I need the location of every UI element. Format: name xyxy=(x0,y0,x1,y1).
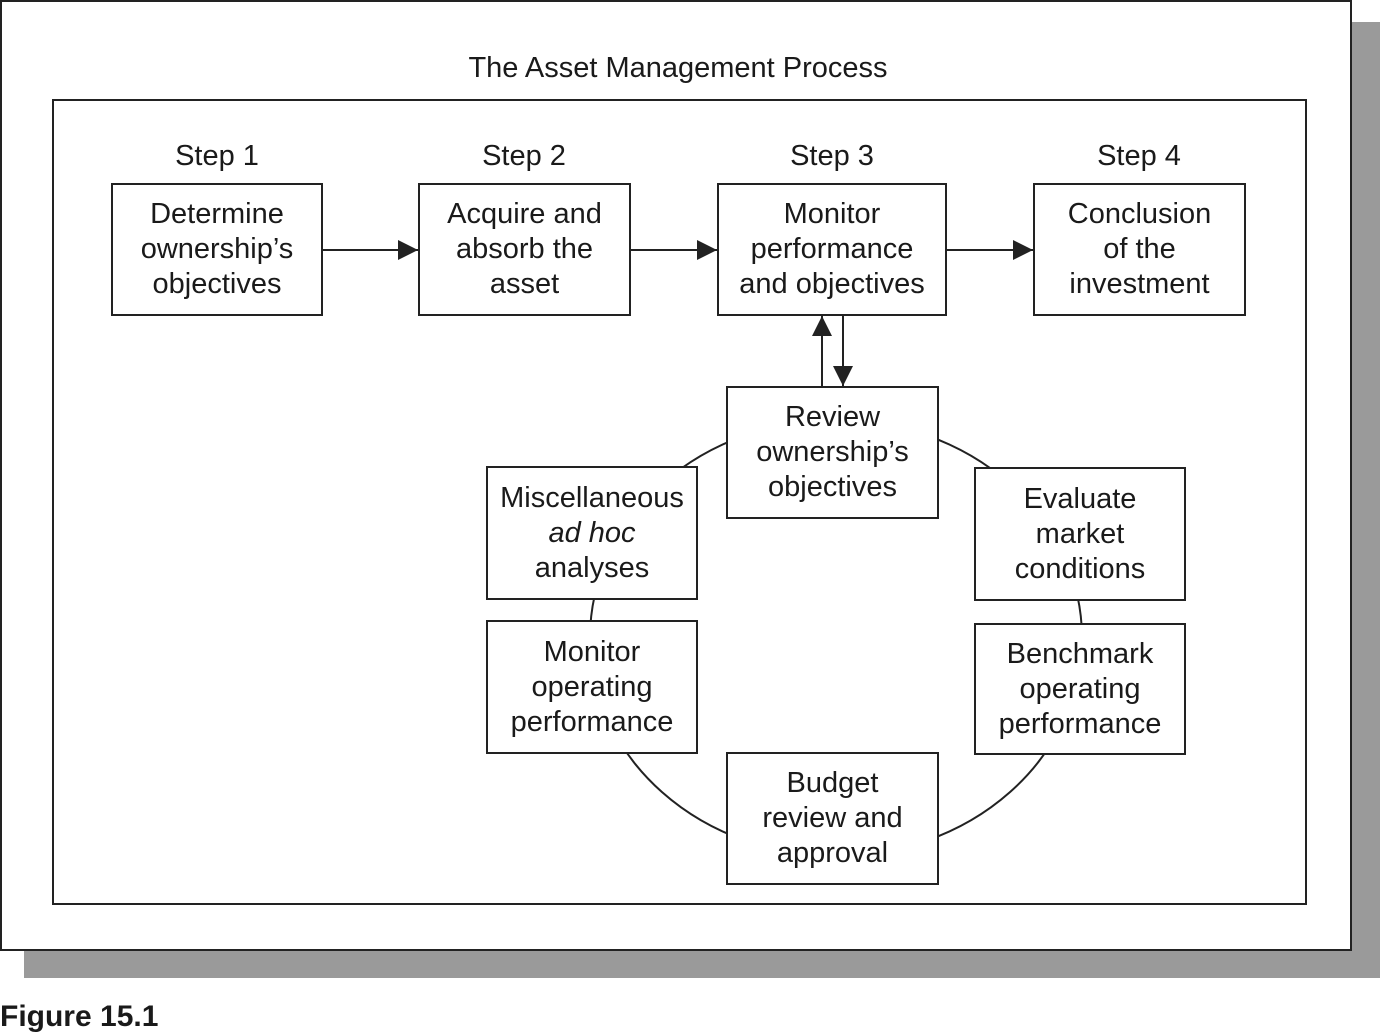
diagram-title: The Asset Management Process xyxy=(468,52,888,84)
budget-review-box: Budget review and approval xyxy=(726,752,939,885)
step-3-label: Step 3 xyxy=(790,140,874,172)
step-3-box: Monitor performance and objectives xyxy=(717,183,947,316)
step-1-box: Determine ownership’s objectives xyxy=(111,183,323,316)
step-4-label: Step 4 xyxy=(1097,140,1181,172)
step-4-box: Conclusion of the investment xyxy=(1033,183,1246,316)
review-objectives-box: Review ownership’s objectives xyxy=(726,386,939,519)
misc-analyses-line1: Miscellaneous xyxy=(500,481,684,514)
step-1-label: Step 1 xyxy=(175,140,259,172)
misc-analyses-adhoc: ad hoc xyxy=(548,516,636,549)
misc-analyses-line3: analyses xyxy=(534,551,650,584)
diagram-frame xyxy=(52,99,1307,905)
figure-label: Figure 15.1 xyxy=(0,1000,159,1033)
monitor-operating-box: Monitor operating performance xyxy=(486,620,698,754)
benchmark-performance-box: Benchmark operating performance xyxy=(974,623,1186,755)
evaluate-market-box: Evaluate market conditions xyxy=(974,467,1186,601)
misc-analyses-box: Miscellaneous ad hoc analyses xyxy=(486,466,698,600)
step-2-label: Step 2 xyxy=(482,140,566,172)
step-2-box: Acquire and absorb the asset xyxy=(418,183,631,316)
